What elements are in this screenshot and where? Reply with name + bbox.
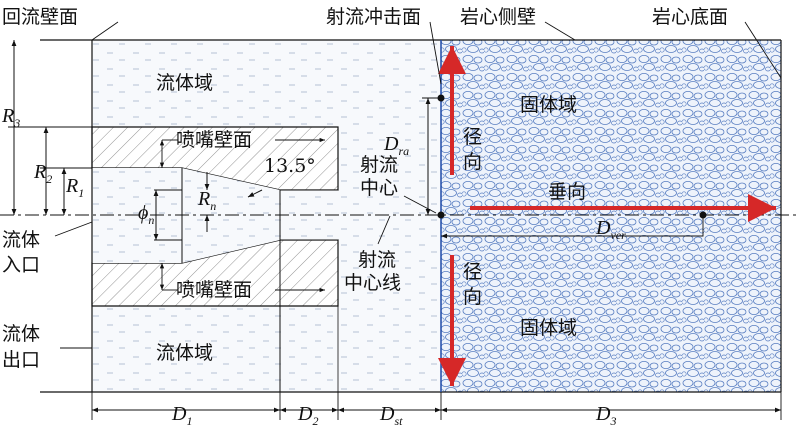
label-solid-domain-top: 固体域 [520,94,577,116]
label-return-wall: 回流壁面 [2,6,78,28]
label-radial-top-2: 向 [463,151,482,173]
symbol-d3: D3 [595,403,616,428]
label-fluid-inlet-2: 入口 [2,254,40,276]
label-radial-bottom-2: 向 [463,286,482,308]
label-jet-center-1: 射流 [360,154,398,176]
rock-core-domain [441,40,781,392]
label-jet-centerline-1: 射流 [358,249,396,271]
nozzle-passage [92,168,338,263]
label-radial-bottom-1: 径 [463,261,482,283]
label-solid-domain-bottom: 固体域 [520,317,577,339]
symbol-d-ver: Dver [595,217,626,242]
label-jet-centerline-2: 中心线 [344,272,401,294]
symbol-r2: R2 [33,161,52,186]
label-fluid-outlet-2: 出口 [2,349,40,371]
symbol-phi-n: ϕn [138,202,154,227]
label-radial-top-1: 径 [463,126,482,148]
label-nozzle-wall-top: 喷嘴壁面 [176,129,252,151]
label-jet-impact-face: 射流冲击面 [326,6,421,28]
symbol-r3: R3 [1,105,20,130]
label-vertical: 垂向 [548,181,586,203]
symbol-rn: Rn [197,188,216,213]
label-nozzle-wall-bottom: 喷嘴壁面 [176,279,252,301]
symbol-d1: D1 [171,403,192,428]
symbol-d2: D2 [297,403,318,428]
symbol-d-st: Dst [379,403,403,428]
label-fluid-domain-bottom: 流体域 [156,342,213,364]
label-jet-center-2: 中心 [360,177,398,199]
symbol-r1: R1 [65,175,84,200]
label-angle: 13.5° [264,155,316,177]
label-fluid-outlet-1: 流体 [2,323,40,345]
label-core-side-wall: 岩心侧壁 [460,6,536,28]
symbol-d-ra: Dra [383,133,409,158]
label-core-bottom-face: 岩心底面 [652,6,728,28]
label-fluid-domain-top: 流体域 [156,72,213,94]
label-fluid-inlet-1: 流体 [2,229,40,251]
